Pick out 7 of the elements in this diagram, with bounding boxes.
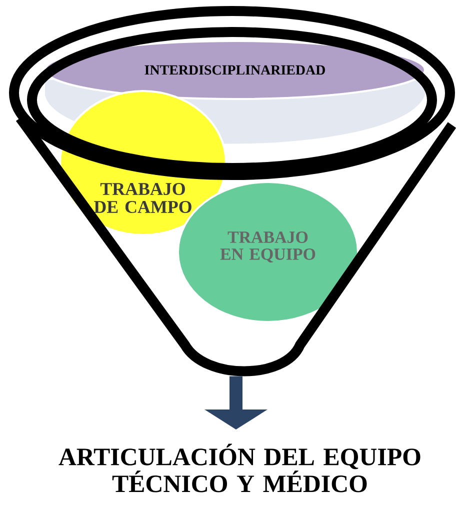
label: INTERDISCIPLINARIEDAD [144, 65, 325, 75]
label: TRABAJO DE CAMPO [94, 183, 192, 213]
band-ellipse [44, 40, 426, 100]
circle [59, 90, 227, 236]
label: TRABAJO EN EQUIPO [220, 232, 316, 262]
funnel-drawing [9, 6, 457, 376]
result-text: ARTICULACIÓN DEL EQUIPO TÉCNICO Y MÉDICO [58, 444, 420, 492]
